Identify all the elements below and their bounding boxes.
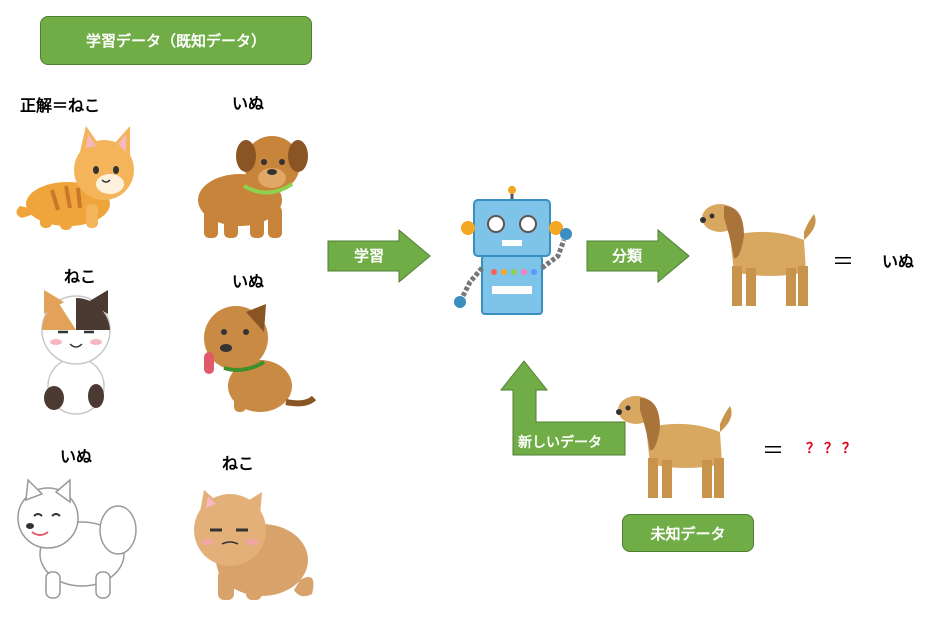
- afghan-hound-unknown-icon: [616, 396, 732, 498]
- label-dog-3: いぬ: [60, 447, 93, 466]
- new-data-arrow: [500, 360, 626, 456]
- label-cat-2: ねこ: [64, 267, 97, 286]
- learn-arrow: [327, 229, 431, 283]
- unknown-data-box: 未知データ: [622, 514, 754, 552]
- label-dog-1: いぬ: [232, 94, 265, 113]
- new-data-arrow-label: 新しいデータ: [518, 435, 602, 451]
- orange-tabby-cat-icon: [16, 126, 134, 230]
- unknown-answer: ？？？: [806, 441, 860, 457]
- persian-cat-icon: [194, 490, 314, 600]
- sitting-dog-icon: [204, 304, 317, 412]
- training-data-box: 学習データ（既知データ）: [40, 16, 312, 65]
- result-answer: いぬ: [882, 252, 915, 271]
- learn-arrow-label: 学習: [354, 247, 385, 265]
- result-equals: ＝: [832, 250, 855, 275]
- white-spitz-dog-icon: [17, 478, 137, 599]
- label-dog-2: いぬ: [232, 272, 265, 291]
- classify-arrow-label: 分類: [612, 247, 643, 265]
- robot-icon: [454, 186, 572, 315]
- brown-dog-icon: [198, 136, 308, 238]
- training-data-label: 学習データ（既知データ）: [85, 32, 266, 50]
- classify-arrow: [586, 229, 690, 283]
- unknown-equals: ＝: [762, 439, 785, 464]
- calico-cat-icon: [41, 290, 111, 415]
- afghan-hound-icon: [700, 204, 816, 306]
- label-cat-3: ねこ: [222, 454, 255, 473]
- unknown-data-label: 未知データ: [650, 524, 726, 543]
- label-cat-1: 正解＝ねこ: [20, 96, 101, 115]
